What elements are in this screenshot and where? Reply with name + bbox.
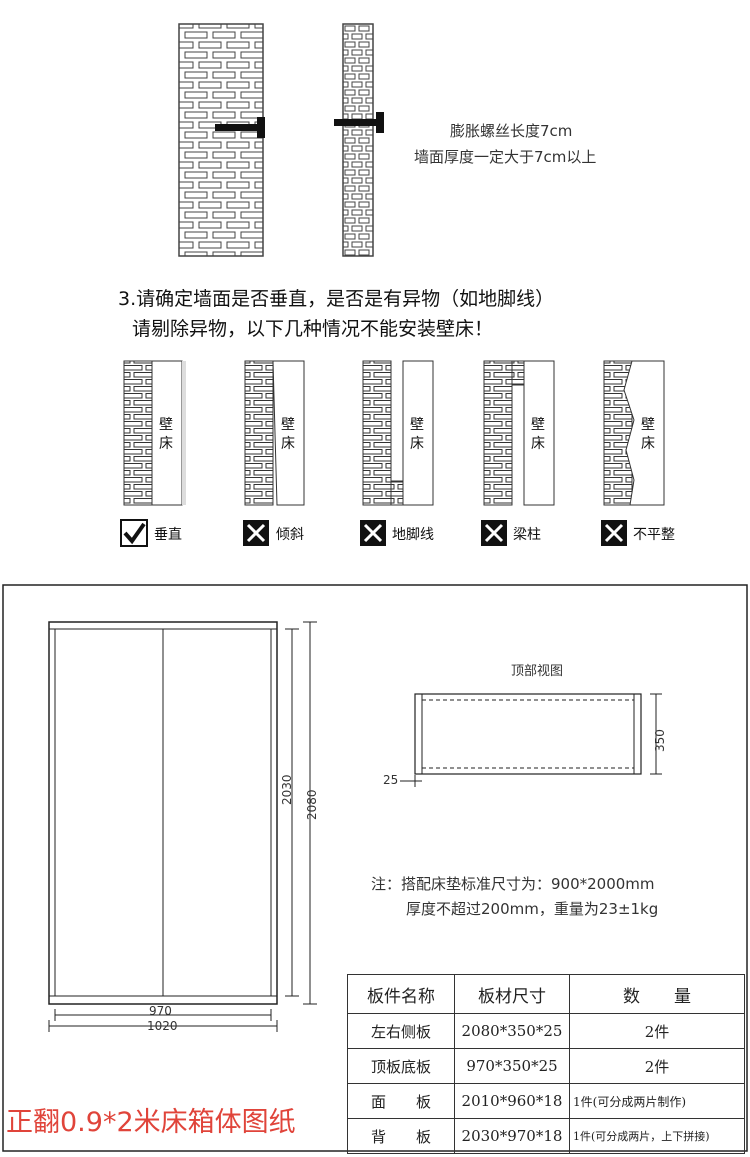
- depth-label: 350: [653, 729, 667, 752]
- case-label-tilted: 倾斜: [276, 527, 304, 543]
- thick-wall: [178, 23, 264, 257]
- case-label-skirting: 地脚线: [392, 527, 434, 543]
- table-cell: 左右侧板: [347, 1013, 455, 1049]
- width-dimension: [48, 1009, 278, 1032]
- table-cell: 背 板: [347, 1118, 455, 1154]
- table-row: 顶板底板 970*350*25 2件: [347, 1048, 745, 1084]
- screw-right-shaft: [334, 119, 378, 126]
- bed-panel-text: 床: [410, 436, 424, 452]
- top-view: [400, 693, 662, 787]
- cross-mark-icon: [601, 520, 627, 546]
- mattress-weight-note: 厚度不超过200mm，重量为23±1kg: [406, 900, 659, 918]
- thin-wall: [342, 23, 374, 257]
- table-row: 左右侧板 2080*350*25 2件: [347, 1013, 745, 1049]
- drawing-title: 正翻0.9*2米床箱体图纸: [6, 1107, 296, 1138]
- cross-mark-icon: [243, 520, 269, 546]
- parts-table: 板件名称 板材尺寸 数 量 左右侧板 2080*350*25 2件 顶板底板 9…: [347, 974, 745, 1154]
- table-cell: 面 板: [347, 1083, 455, 1119]
- bed-panel-text: 壁: [531, 417, 545, 433]
- table-cell: 2080*350*25: [454, 1013, 570, 1049]
- table-cell: 970*350*25: [454, 1048, 570, 1084]
- table-header: 数 量: [569, 974, 745, 1014]
- bed-panel-text: 壁: [159, 417, 173, 433]
- wall-thickness-note: 墙面厚度一定大于7cm以上: [414, 148, 597, 166]
- wall-check-warning: 请剔除异物，以下几种情况不能安装壁床！: [132, 318, 494, 340]
- table-cell: 1件(可分成两片制作): [569, 1083, 745, 1119]
- case-label-uneven: 不平整: [633, 527, 675, 543]
- inner-width-label: 970: [149, 1004, 172, 1018]
- inner-height-label: 2030: [280, 774, 294, 805]
- screw-length-note: 膨胀螺丝长度7cm: [450, 122, 573, 140]
- table-row: 面 板 2010*960*18 1件(可分成两片制作): [347, 1083, 745, 1119]
- case-vertical: [123, 360, 186, 506]
- bed-panel-text: 床: [281, 436, 295, 452]
- case-label-vertical: 垂直: [154, 527, 182, 543]
- screw-left-head: [257, 117, 265, 138]
- bed-panel-text: 床: [531, 436, 545, 452]
- bed-panel-text: 壁: [281, 417, 295, 433]
- screw-left-shaft: [215, 124, 261, 131]
- check-mark-icon: [120, 519, 148, 547]
- bed-panel-text: 床: [641, 436, 655, 452]
- case-tilted: [244, 360, 305, 506]
- case-uneven: [603, 360, 665, 506]
- table-header-row: 板件名称 板材尺寸 数 量: [347, 974, 745, 1014]
- screw-right-head: [376, 112, 384, 133]
- top-view-title: 顶部视图: [511, 664, 564, 679]
- table-cell: 2010*960*18: [454, 1083, 570, 1119]
- cross-mark-icon: [360, 520, 386, 546]
- table-cell: 2030*970*18: [454, 1118, 570, 1154]
- case-skirting: [362, 360, 434, 506]
- table-cell: 顶板底板: [347, 1048, 455, 1084]
- bed-panel-text: 壁: [641, 417, 655, 433]
- table-header: 板材尺寸: [454, 974, 570, 1014]
- table-header: 板件名称: [347, 974, 455, 1014]
- height-dimension: [285, 621, 317, 1005]
- thickness-label: 25: [383, 773, 399, 787]
- bed-panel-text: 床: [159, 436, 173, 452]
- cross-mark-icon: [481, 520, 507, 546]
- screw-illustration: [178, 23, 384, 257]
- bed-panel-text: 壁: [410, 417, 424, 433]
- table-row: 背 板 2030*970*18 1件(可分成两片，上下拼接): [347, 1118, 745, 1154]
- mattress-size-note: 注：搭配床垫标准尺寸为：900*2000mm: [371, 875, 655, 893]
- wall-check-heading: 3.请确定墙面是否垂直，是否是有异物（如地脚线）: [118, 288, 555, 310]
- case-beam: [483, 360, 555, 506]
- outer-width-label: 1020: [147, 1019, 178, 1033]
- table-cell: 1件(可分成两片，上下拼接): [569, 1118, 745, 1154]
- wall-case-diagrams: [120, 360, 665, 547]
- case-label-beam: 梁柱: [513, 527, 541, 543]
- outer-height-label: 2080: [305, 789, 319, 820]
- table-cell: 2件: [569, 1013, 745, 1049]
- table-cell: 2件: [569, 1048, 745, 1084]
- front-view: [48, 621, 278, 1005]
